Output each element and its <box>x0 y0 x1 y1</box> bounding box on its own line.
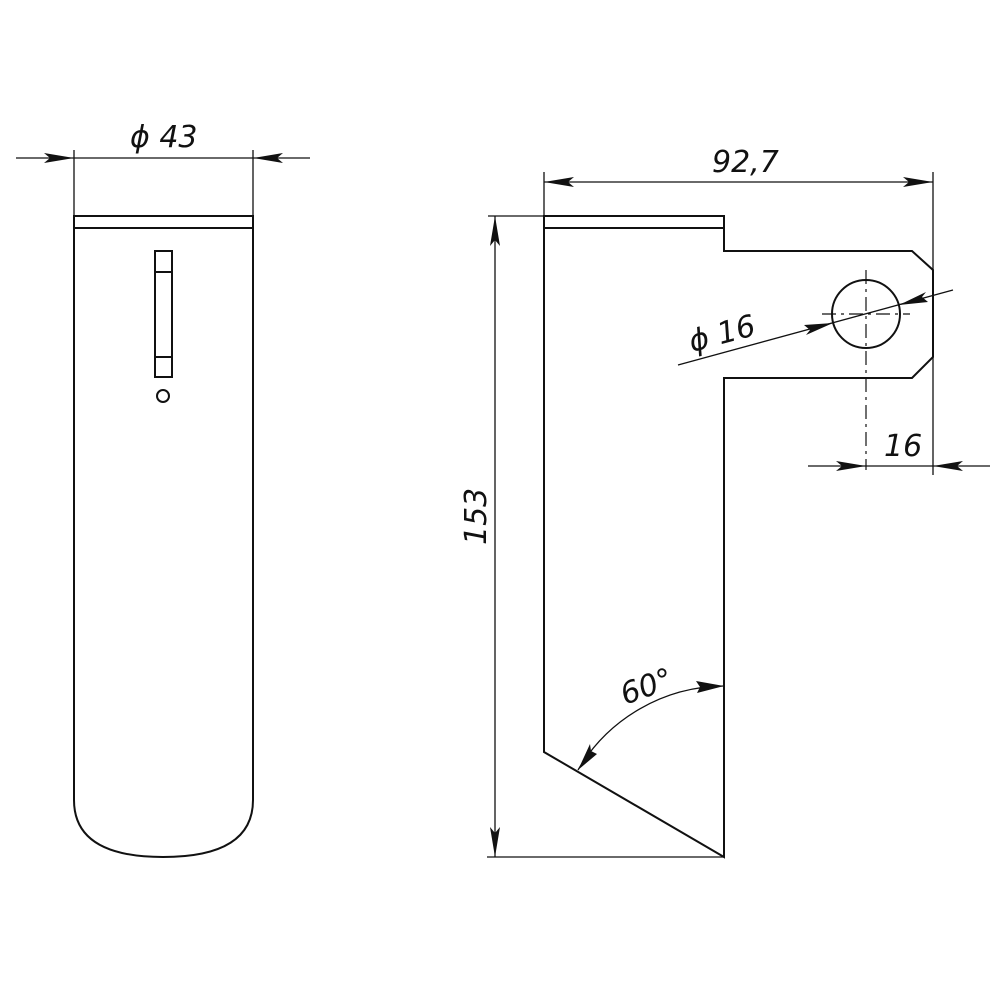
diameter-43-label: ϕ 43 <box>130 120 198 155</box>
side-view: 92,7 153 ϕ 16 16 <box>459 145 990 859</box>
width-92-7-label: 92,7 <box>712 145 779 180</box>
arrow-icon <box>836 461 866 471</box>
hole-offset-label: 16 <box>884 429 922 464</box>
small-hole <box>156 389 170 403</box>
arrow-icon <box>44 153 74 163</box>
arrow-icon <box>903 177 933 187</box>
hole-diameter-dimension: ϕ 16 <box>677 289 954 366</box>
hole-offset-dimension: 16 <box>808 429 990 471</box>
hole-diameter-label: ϕ 16 <box>685 308 759 359</box>
front-view-outline <box>73 215 254 859</box>
arrow-icon <box>544 177 574 187</box>
arrow-icon <box>490 827 500 857</box>
angle-60-dimension: 60° <box>577 661 725 771</box>
height-153-dimension: 153 <box>459 215 724 858</box>
arrow-icon <box>804 323 833 335</box>
arrow-icon <box>490 216 500 246</box>
arrow-icon <box>696 681 724 693</box>
front-view: ϕ 43 <box>16 120 310 859</box>
arrow-icon <box>899 292 928 305</box>
diameter-43-dimension: ϕ 43 <box>16 120 310 216</box>
width-92-7-dimension: 92,7 <box>543 145 934 475</box>
arrow-icon <box>933 461 963 471</box>
arrow-icon <box>253 153 283 163</box>
angle-60-label: 60° <box>616 661 678 712</box>
arrow-icon <box>578 744 597 770</box>
height-153-label: 153 <box>459 488 494 545</box>
slot <box>154 250 173 378</box>
